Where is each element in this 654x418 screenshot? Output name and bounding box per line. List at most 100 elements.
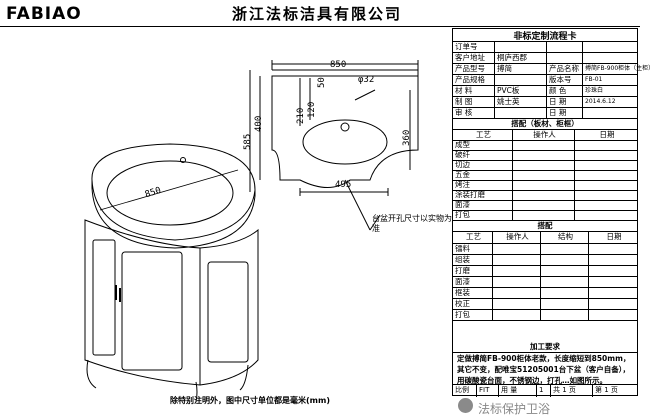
info-value2: 搏简FB-900柜体（主柜）: [585, 65, 654, 72]
info-row: 审 核日 期: [453, 107, 637, 119]
process-row: 镭料: [453, 243, 637, 255]
dim-50: 50: [317, 77, 327, 88]
process-row: 成型: [453, 140, 637, 151]
company-name: 浙江法标洁具有限公司: [232, 5, 403, 23]
vanity-faucet-hole: [180, 157, 186, 163]
vanity-top: [91, 143, 256, 241]
dim-585: 585: [243, 133, 253, 150]
process-date: [589, 309, 637, 320]
process-name: 镭料: [453, 243, 493, 254]
info-label2: 版本号: [547, 74, 583, 85]
process-date: [575, 170, 637, 180]
process-date: [589, 276, 637, 287]
process-name: 打磨: [453, 265, 493, 276]
process-operator: [493, 265, 541, 276]
footer-cell: 比例: [453, 385, 477, 397]
faucet-hole: [340, 122, 350, 132]
header-cell: 日期: [606, 232, 622, 241]
info-value2: 2014.6.12: [585, 98, 616, 105]
dim-495: 495: [335, 180, 352, 190]
info-row: 产品型号搏简产品名称搏简FB-900柜体（主柜）: [453, 63, 654, 75]
process-row: 面漆: [453, 200, 637, 211]
process-operator: [493, 276, 541, 287]
door-right: [121, 251, 183, 371]
process-date: [589, 265, 637, 276]
process-row: 切边: [453, 160, 637, 171]
info-label: 审 核: [453, 107, 495, 118]
process-name: 组装: [453, 254, 493, 265]
process-header: 工艺操作人日期: [453, 129, 637, 141]
info-value2: FB-01: [585, 76, 603, 83]
countertop-outline: [271, 75, 419, 188]
leg-left: [86, 359, 97, 389]
process-operator: [493, 243, 541, 254]
process-structure: [541, 276, 589, 287]
technical-drawing: [84, 60, 419, 403]
requirements-text: 定做搏简FB-900柜体老款，长度缩短到850mm，其它不变，配唯宝512050…: [457, 354, 631, 385]
basin-ellipse: [302, 119, 388, 165]
info-row: 客户地址桐庐西郡: [453, 52, 637, 64]
info-label: 产品规格: [453, 74, 495, 85]
process-operator: [513, 200, 575, 210]
info-value2: 珍珠白: [585, 87, 604, 94]
info-label2: [547, 52, 583, 63]
card-title: 非标定制流程卡: [453, 29, 637, 42]
footer-cell: FIT: [477, 385, 499, 397]
process-date: [575, 160, 637, 170]
process-date: [589, 287, 637, 298]
info-label: 材 料: [453, 85, 495, 96]
info-label: 制 图: [453, 96, 495, 107]
process-name: 打包: [453, 210, 513, 220]
section-assembly: 搭配: [453, 220, 637, 232]
process-operator: [513, 210, 575, 220]
process-operator: [513, 190, 575, 200]
process-name: 涂装打磨: [453, 190, 513, 200]
header-cell: 工艺: [453, 231, 493, 243]
process-row: 校正: [453, 298, 637, 310]
info-row: 订单号: [453, 41, 637, 53]
process-structure: [541, 287, 589, 298]
process-name: 打包: [453, 309, 493, 320]
process-row: 五金: [453, 170, 637, 181]
process-operator: [513, 160, 575, 170]
dim-hole-dia: φ32: [358, 75, 375, 85]
header-cell: 结构: [541, 231, 589, 243]
process-row: 破纤: [453, 150, 637, 161]
process-operator: [513, 180, 575, 190]
info-label: 客户地址: [453, 52, 495, 63]
info-label2: 颜 色: [547, 85, 583, 96]
header-cell: 日期: [599, 130, 615, 139]
process-operator: [493, 287, 541, 298]
cabinet-side: [199, 228, 259, 386]
process-structure: [541, 265, 589, 276]
door-left: [92, 239, 116, 356]
process-operator: [513, 170, 575, 180]
dim-120: 120: [307, 101, 317, 118]
brand-logo: FABIAO: [6, 4, 82, 24]
process-date: [575, 180, 637, 190]
info-value2: [583, 41, 637, 52]
process-operator: [493, 254, 541, 265]
header-cell: 操作人: [513, 129, 575, 140]
process-row: 打包: [453, 309, 637, 321]
process-card: 非标定制流程卡 加工要求 定做搏简FB-900柜体老款，长度缩短到850mm，其…: [452, 28, 654, 397]
dim-400: 400: [254, 115, 264, 132]
process-operator: [493, 298, 541, 309]
process-name: 五金: [453, 170, 513, 180]
info-label2: 日 期: [547, 96, 583, 107]
process-row: 框装: [453, 287, 637, 299]
section-requirements: 加工要求: [453, 341, 637, 353]
process-date: [589, 243, 637, 254]
process-date: [575, 210, 637, 220]
footer-cell: 用 量: [499, 385, 537, 397]
dim-top-width: 850: [330, 60, 347, 70]
page: FABIAO 浙江法标洁具有限公司: [0, 4, 654, 416]
watermark: 法标保护卫浴: [478, 402, 551, 416]
process-operator: [493, 309, 541, 320]
backsplash: [272, 69, 419, 76]
process-date: [575, 200, 637, 210]
